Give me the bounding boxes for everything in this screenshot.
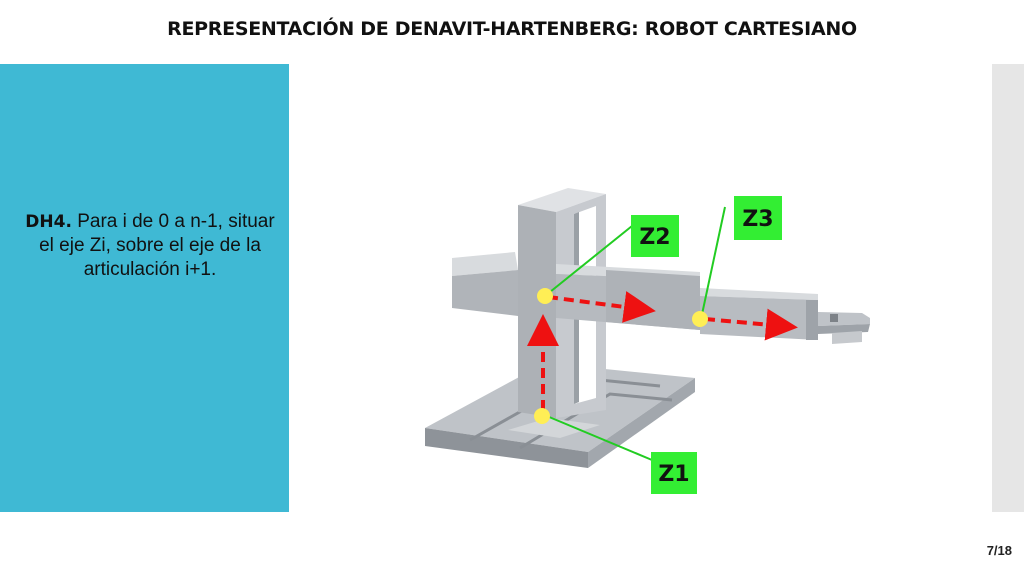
- rule-panel: [0, 64, 289, 512]
- robot-arm: [452, 252, 818, 340]
- joint-2-marker: [537, 288, 553, 304]
- joint-1-marker: [534, 408, 550, 424]
- z1-label: Z1: [658, 462, 689, 487]
- z3-label-box: [734, 196, 782, 240]
- right-margin-strip: [992, 64, 1024, 512]
- slide-title: REPRESENTACIÓN DE DENAVIT-HARTENBERG: RO…: [167, 18, 857, 40]
- joint-3-marker: [692, 311, 708, 327]
- z3-label: Z3: [742, 207, 773, 232]
- z1-leader-line: [541, 413, 653, 461]
- page-number: 7/18: [986, 543, 1012, 558]
- rule-text: Para i de 0 a n-1, situar el eje Zi, sob…: [39, 211, 275, 280]
- z2-label-box: [631, 215, 679, 257]
- rule-code: DH4.: [25, 212, 72, 232]
- z3-leader-line: [700, 206, 726, 320]
- z3-axis-arrow: [704, 308, 798, 341]
- rule-text-block: DH4. Para i de 0 a n-1, situar el eje Zi…: [22, 210, 278, 282]
- z2-label: Z2: [639, 225, 670, 250]
- z2-leader-line: [544, 225, 633, 297]
- robot-gripper: [818, 312, 870, 344]
- z1-label-box: [651, 452, 697, 494]
